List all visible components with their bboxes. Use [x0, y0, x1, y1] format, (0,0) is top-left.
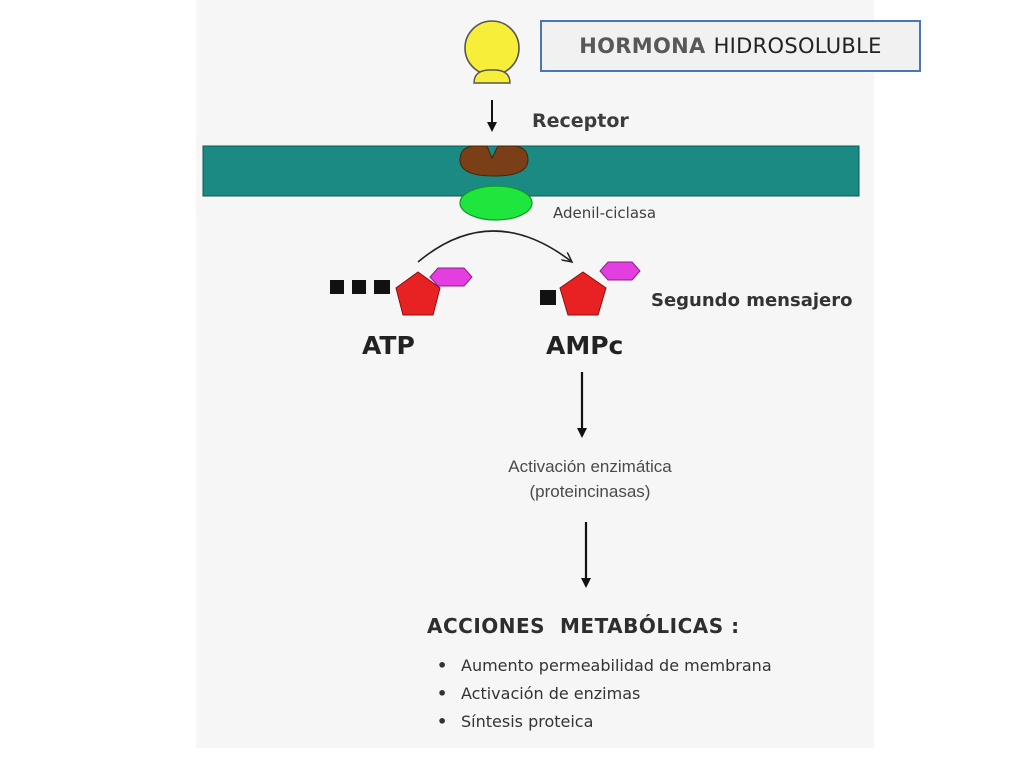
- acciones-heading: ACCIONES METABÓLICAS :: [427, 614, 740, 638]
- receptor-label: Receptor: [532, 110, 629, 132]
- title-word-hidrosoluble: HIDROSOLUBLE: [713, 34, 882, 58]
- base-icon: [599, 261, 641, 281]
- cell-membrane: [202, 145, 860, 197]
- phosphate-group: [540, 290, 556, 305]
- activation-line-1: Activación enzimática: [508, 457, 672, 476]
- segundo-mensajero-label: Segundo mensajero: [651, 290, 853, 311]
- base-icon: [429, 267, 473, 287]
- list-item: Síntesis proteica: [437, 708, 772, 736]
- phosphate-group: [330, 280, 344, 294]
- adenil-ciclasa-label: Adenil-ciclasa: [553, 204, 657, 222]
- list-item: Aumento permeabilidad de membrana: [437, 652, 772, 680]
- ampc-molecule: [540, 261, 641, 316]
- atp-label: ATP: [362, 331, 415, 360]
- atp-molecule: [330, 267, 473, 316]
- title-word-hormona: HORMONA: [579, 34, 706, 58]
- pentose-icon: [395, 271, 441, 316]
- hormone-icon: [464, 20, 520, 84]
- title-box: HORMONA HIDROSOLUBLE: [540, 20, 921, 72]
- phosphate-group: [352, 280, 366, 294]
- receptor-icon: [459, 145, 529, 177]
- ampc-label: AMPc: [546, 331, 624, 360]
- diagram-background: [196, 0, 874, 748]
- pentose-icon: [559, 271, 607, 316]
- conversion-arrow: [417, 230, 572, 262]
- actions-list: Aumento permeabilidad de membrana Activa…: [437, 652, 772, 736]
- activation-text: Activación enzimática (proteincinasas): [470, 454, 710, 504]
- activation-line-2: (proteincinasas): [529, 482, 651, 501]
- phosphate-group: [374, 280, 390, 294]
- adenylate-cyclase-icon: [459, 185, 533, 221]
- list-item: Activación de enzimas: [437, 680, 772, 708]
